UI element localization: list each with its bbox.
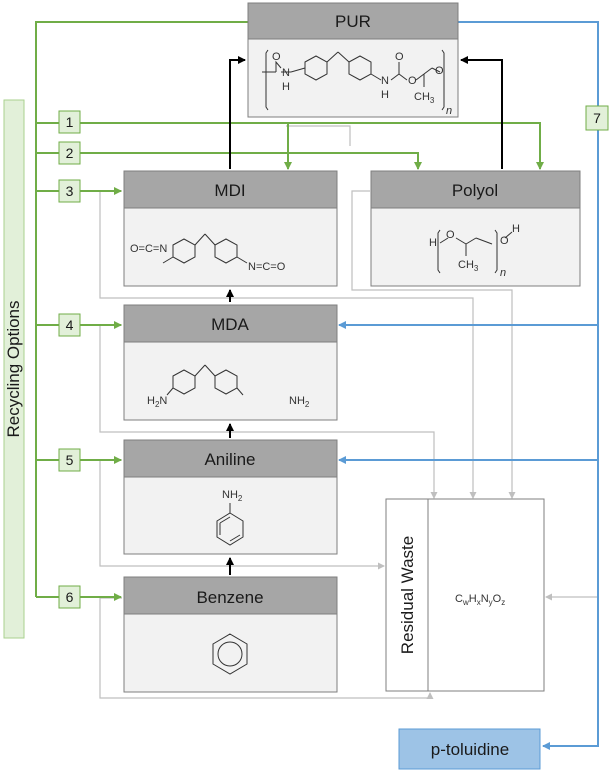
polyol-title: Polyol bbox=[452, 181, 498, 200]
benzene-box[interactable]: Benzene bbox=[123, 576, 338, 693]
synthesis-flows bbox=[226, 56, 503, 575]
waste-formula: CwHxNyOz bbox=[455, 593, 505, 607]
pur-subscript-n: n bbox=[446, 105, 452, 117]
mdi-box[interactable]: MDI O=C=N N=C=O bbox=[123, 170, 338, 287]
option-number: 6 bbox=[66, 589, 74, 605]
flow-polyol-to-waste bbox=[351, 190, 516, 499]
p-toluidine-title: p-toluidine bbox=[431, 740, 509, 759]
mdi-title: MDI bbox=[214, 181, 245, 200]
pur-o4: O bbox=[435, 65, 444, 77]
aniline-amine: NH2 bbox=[222, 489, 243, 503]
option-number: 1 bbox=[66, 114, 74, 130]
option7-flows bbox=[338, 21, 599, 750]
polyol-o-left: O bbox=[446, 229, 455, 241]
residual-waste-box[interactable]: Residual Waste CwHxNyOz bbox=[385, 498, 545, 692]
sidebar-label: Recycling Options bbox=[4, 300, 23, 437]
polyol-h-left: H bbox=[429, 237, 437, 249]
option-badge-1[interactable]: 1 bbox=[58, 110, 81, 134]
polyol-box[interactable]: Polyol H O O H CH3 n bbox=[370, 170, 581, 287]
green-main-line bbox=[35, 21, 248, 597]
polyol-ch3: CH3 bbox=[458, 259, 479, 273]
mda-right-amine: NH2 bbox=[289, 395, 310, 409]
sidebar-panel bbox=[3, 99, 25, 639]
aniline-box[interactable]: Aniline NH2 bbox=[123, 439, 338, 555]
arrow-mdi-to-pur bbox=[229, 56, 246, 169]
option-badges: 1 2 3 4 5 6 7 bbox=[58, 105, 609, 609]
pur-n1: N bbox=[282, 67, 290, 79]
option2-line bbox=[36, 152, 422, 170]
benzene-title: Benzene bbox=[196, 588, 263, 607]
pur-o3: O bbox=[408, 75, 417, 87]
polyol-h-right: H bbox=[512, 223, 520, 235]
mdi-right-group: N=C=O bbox=[248, 261, 286, 273]
benzene-structure[interactable] bbox=[212, 633, 248, 675]
option-number: 4 bbox=[66, 317, 74, 333]
mda-title: MDA bbox=[211, 315, 249, 334]
polyol-subscript-n: n bbox=[500, 267, 506, 279]
aniline-structure: NH2 bbox=[216, 489, 244, 546]
mda-structure: H2N NH2 bbox=[147, 364, 310, 409]
option-badge-3[interactable]: 3 bbox=[58, 179, 81, 203]
polyol-o-right: O bbox=[500, 235, 509, 247]
option-badge-6[interactable]: 6 bbox=[58, 585, 81, 609]
p-toluidine-box[interactable]: p-toluidine bbox=[398, 728, 541, 770]
aniline-title: Aniline bbox=[204, 450, 255, 469]
polyol-structure: H O O H CH3 n bbox=[429, 223, 520, 279]
option-number: 2 bbox=[66, 145, 74, 161]
pur-n2: N bbox=[381, 75, 389, 87]
flow-pur-to-waste-stub bbox=[286, 125, 351, 146]
option-badge-2[interactable]: 2 bbox=[58, 141, 81, 165]
option-number: 7 bbox=[593, 110, 601, 126]
mdi-left-group: O=C=N bbox=[130, 243, 167, 255]
option-number: 5 bbox=[66, 452, 74, 468]
option1-line-polyol bbox=[36, 122, 544, 170]
pur-title: PUR bbox=[335, 12, 371, 31]
pur-box[interactable]: PUR N H O N H O O O CH3 n bbox=[247, 2, 459, 118]
option-badge-7[interactable]: 7 bbox=[585, 105, 609, 131]
recycling-options-sidebar: Recycling Options bbox=[3, 99, 25, 639]
pur-ch3: CH3 bbox=[414, 91, 435, 105]
arrow-polyol-to-pur bbox=[460, 56, 503, 169]
pur-h2: H bbox=[381, 89, 389, 101]
mda-box[interactable]: MDA H2N NH2 bbox=[123, 304, 338, 421]
option-badge-4[interactable]: 4 bbox=[58, 313, 81, 337]
pur-structure: N H O N H O O O CH3 n bbox=[262, 49, 452, 117]
pur-o1: O bbox=[272, 51, 281, 63]
mdi-structure: O=C=N N=C=O bbox=[130, 233, 286, 273]
option7-line-toluidine bbox=[458, 21, 599, 750]
pur-h1: H bbox=[282, 81, 290, 93]
pur-o2: O bbox=[395, 51, 404, 63]
mda-left-amine: H2N bbox=[147, 395, 167, 409]
option-badge-5[interactable]: 5 bbox=[58, 448, 81, 472]
option-number: 3 bbox=[66, 183, 74, 199]
residual-waste-title: Residual Waste bbox=[398, 536, 417, 654]
